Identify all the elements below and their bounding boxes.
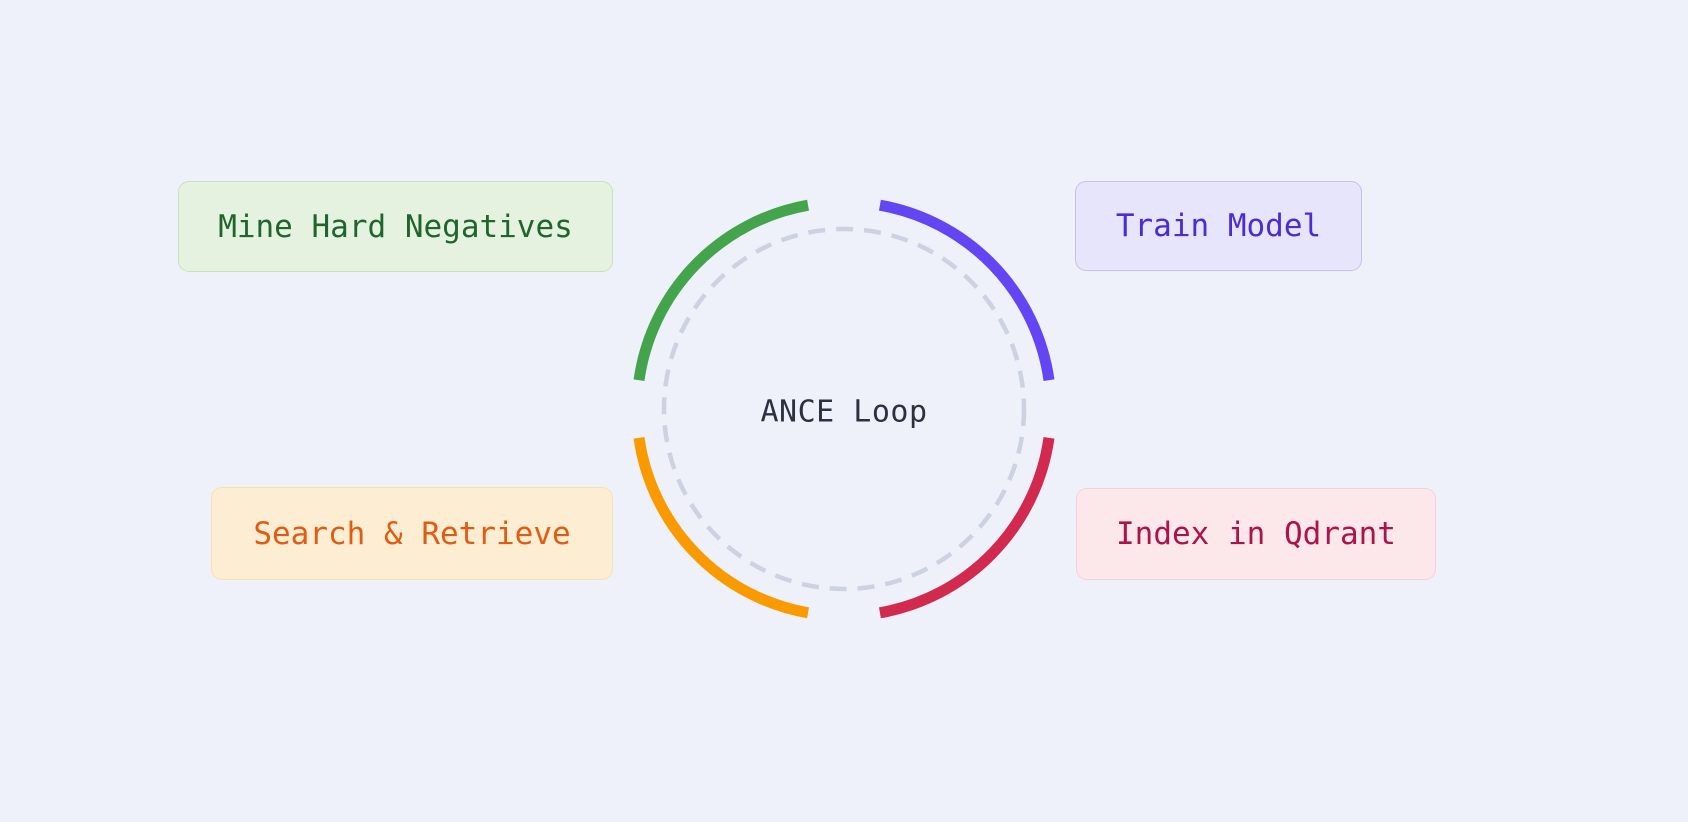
index-qdrant-arc bbox=[878, 437, 1055, 619]
node-train-model: Train Model bbox=[1075, 181, 1362, 271]
node-mine-hard-negatives-label: Mine Hard Negatives bbox=[218, 208, 573, 245]
node-search-retrieve-label: Search & Retrieve bbox=[253, 515, 571, 552]
node-search-retrieve: Search & Retrieve bbox=[211, 487, 613, 580]
search-retrieve-arc bbox=[633, 437, 810, 619]
node-mine-hard-negatives: Mine Hard Negatives bbox=[178, 181, 613, 272]
mine-hard-negatives-arc bbox=[633, 199, 810, 381]
node-index-qdrant-label: Index in Qdrant bbox=[1116, 516, 1396, 552]
node-index-qdrant: Index in Qdrant bbox=[1076, 488, 1436, 580]
dashed-circle bbox=[661, 226, 1027, 592]
node-train-model-label: Train Model bbox=[1115, 208, 1322, 244]
train-model-arc bbox=[878, 199, 1055, 381]
loop-center-label: ANCE Loop bbox=[760, 394, 928, 430]
